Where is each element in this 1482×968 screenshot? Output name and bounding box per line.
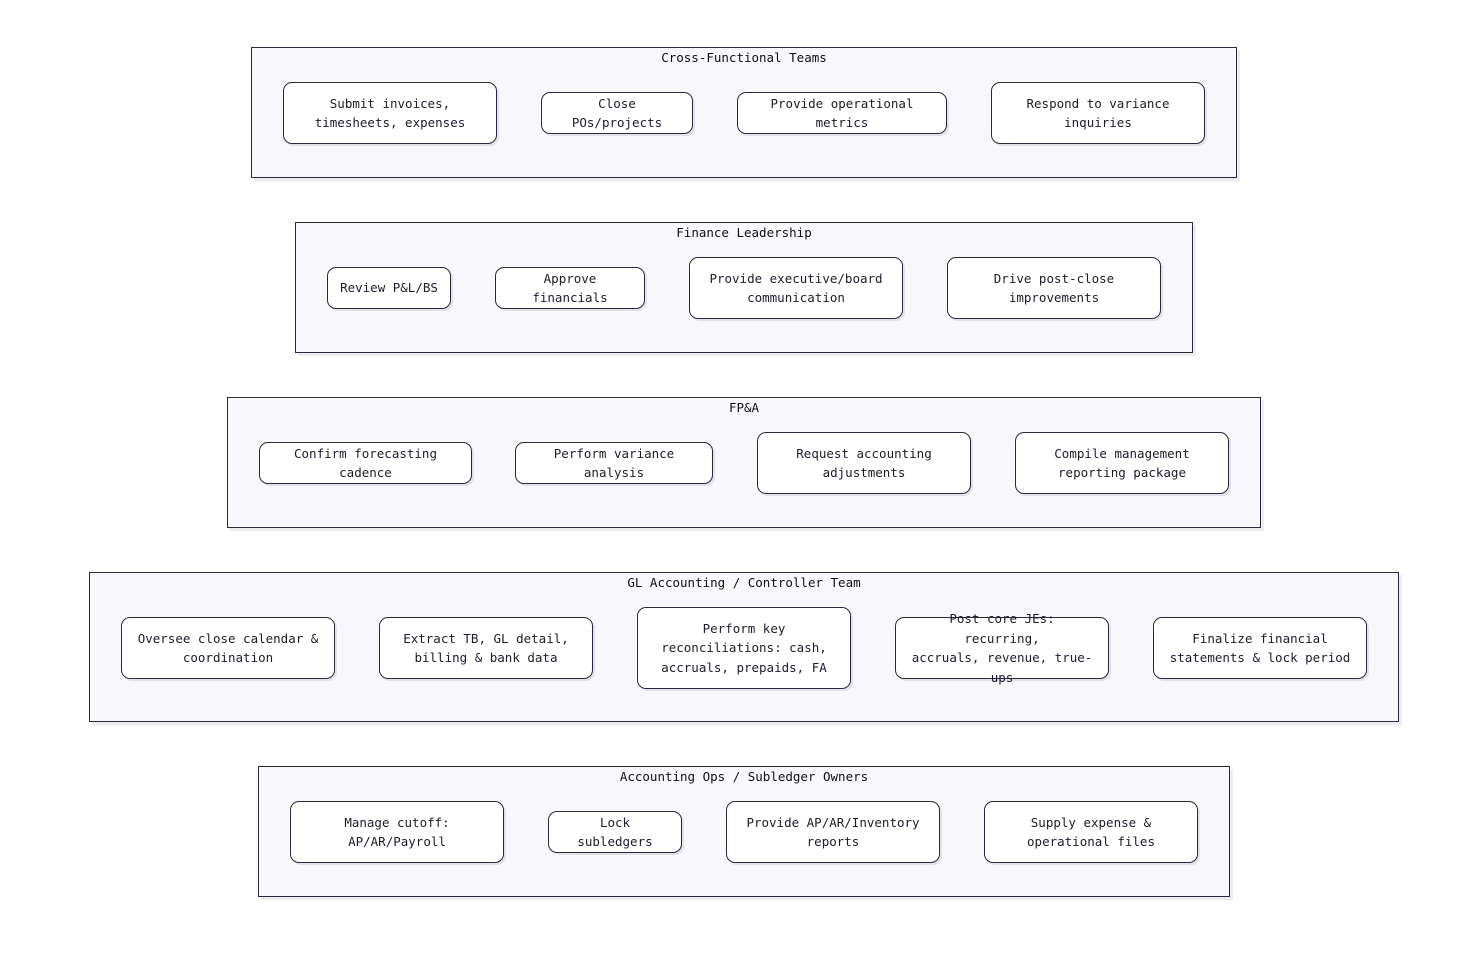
node-submit-invoices[interactable]: Submit invoices, timesheets, expenses <box>283 82 497 144</box>
node-drive-post-close-improvements[interactable]: Drive post-close improvements <box>947 257 1161 319</box>
node-perform-variance-analysis[interactable]: Perform variance analysis <box>515 442 713 484</box>
node-executive-board-communication[interactable]: Provide executive/board communication <box>689 257 903 319</box>
node-compile-management-reporting[interactable]: Compile management reporting package <box>1015 432 1229 494</box>
node-provide-ap-ar-inventory-reports[interactable]: Provide AP/AR/Inventory reports <box>726 801 940 863</box>
lane-title: FP&A <box>728 400 760 415</box>
node-manage-cutoff[interactable]: Manage cutoff: AP/AR/Payroll <box>290 801 504 863</box>
node-perform-key-reconciliations[interactable]: Perform key reconciliations: cash, accru… <box>637 607 851 689</box>
node-request-accounting-adjustments[interactable]: Request accounting adjustments <box>757 432 971 494</box>
lane-finance-leadership: Finance Leadership Review P&L/BS Approve… <box>295 222 1193 353</box>
node-post-core-jes[interactable]: Post core JEs: recurring, accruals, reve… <box>895 611 1109 685</box>
node-review-pl-bs[interactable]: Review P&L/BS <box>327 267 451 309</box>
node-confirm-forecasting-cadence[interactable]: Confirm forecasting cadence <box>259 442 472 484</box>
lane-fpa: FP&A Confirm forecasting cadence Perform… <box>227 397 1261 528</box>
node-lock-subledgers[interactable]: Lock subledgers <box>548 811 682 853</box>
lane-gl-accounting-controller: GL Accounting / Controller Team Oversee … <box>89 572 1399 722</box>
lane-accounting-ops-subledger: Accounting Ops / Subledger Owners Manage… <box>258 766 1230 897</box>
lane-title: Cross-Functional Teams <box>661 50 827 65</box>
node-oversee-close-calendar[interactable]: Oversee close calendar & coordination <box>121 617 335 679</box>
lane-cross-functional-teams: Cross-Functional Teams Submit invoices, … <box>251 47 1237 178</box>
node-provide-operational-metrics[interactable]: Provide operational metrics <box>737 92 947 134</box>
lane-title: GL Accounting / Controller Team <box>627 575 861 590</box>
lane-title: Accounting Ops / Subledger Owners <box>619 769 869 784</box>
node-close-pos-projects[interactable]: Close POs/projects <box>541 92 693 134</box>
node-finalize-financial-statements[interactable]: Finalize financial statements & lock per… <box>1153 617 1367 679</box>
node-approve-financials[interactable]: Approve financials <box>495 267 645 309</box>
node-respond-variance-inquiries[interactable]: Respond to variance inquiries <box>991 82 1205 144</box>
node-extract-tb-gl-detail[interactable]: Extract TB, GL detail, billing & bank da… <box>379 617 593 679</box>
node-supply-expense-operational-files[interactable]: Supply expense & operational files <box>984 801 1198 863</box>
lane-title: Finance Leadership <box>676 225 812 240</box>
